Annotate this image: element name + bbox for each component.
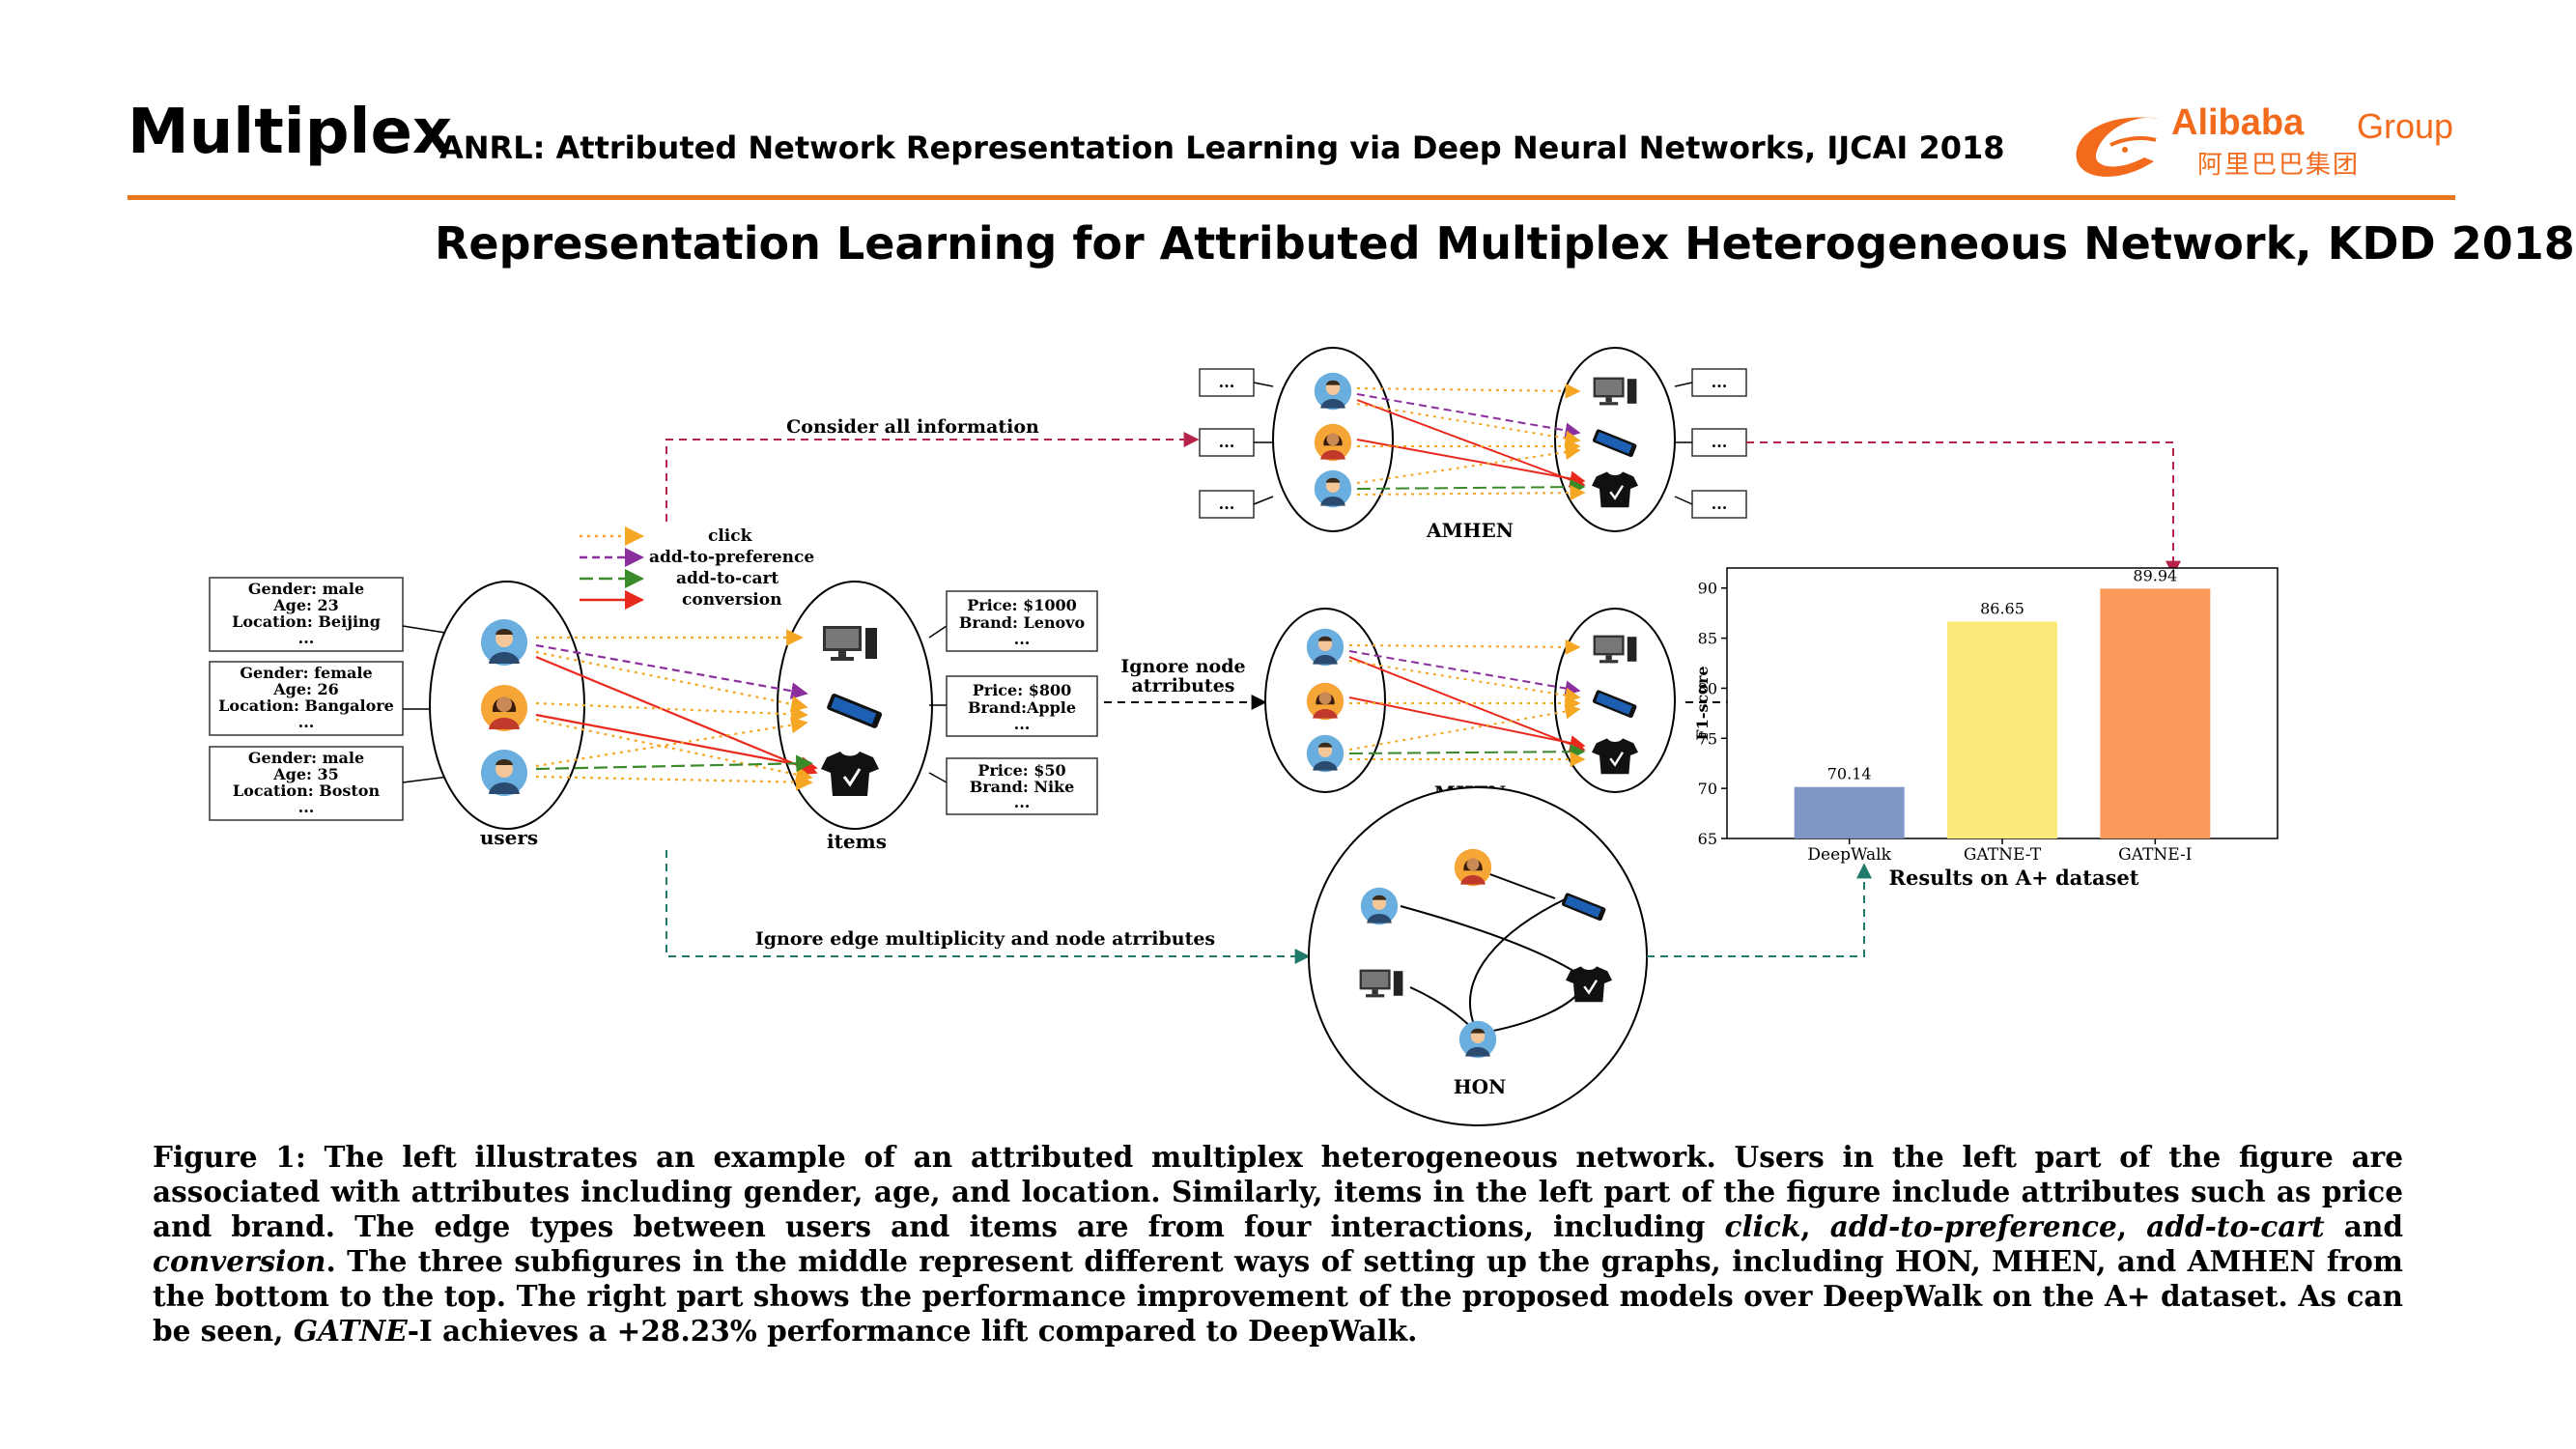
header-divider <box>127 195 2455 200</box>
users-label: users <box>480 826 538 849</box>
svg-text:...: ... <box>1219 433 1235 451</box>
user-attribute-boxes: Gender: male Age: 23 Location: Beijing .… <box>209 577 465 821</box>
legend-add-to-preference: add-to-preference <box>649 548 814 567</box>
chart-x-labels: DeepWalk GATNE-T GATNE-I <box>1807 838 2192 865</box>
user-female-icon <box>481 685 527 731</box>
caption-pref: add-to-preference <box>1829 1209 2117 1243</box>
amhen-graph: ... ... ... ... ... ... AMHEN <box>1199 347 1747 542</box>
legend-click: click <box>708 526 753 546</box>
legend-conversion: conversion <box>682 590 781 610</box>
y-tick-label: 75 <box>1698 729 1717 748</box>
x-category-label: DeepWalk <box>1807 845 1891 865</box>
user1-location: Location: Beijing <box>232 612 381 631</box>
consider-all-arrow <box>665 432 1200 522</box>
caption-conversion: conversion <box>153 1244 326 1278</box>
hon-graph: HON <box>1308 786 1648 1126</box>
ignore-edge-arrow <box>665 850 1311 964</box>
caption-part-1: Figure 1: The left illustrates an exampl… <box>153 1140 2403 1243</box>
logo-group-text: Group <box>2357 106 2454 146</box>
bar-value-label: 86.65 <box>1980 599 2024 617</box>
chart-title: Results on A+ dataset <box>1889 866 2139 890</box>
x-category-label: GATNE-T <box>1964 845 2042 865</box>
amhen-to-result-arrow <box>1746 441 2181 577</box>
item1-brand: Brand: Lenovo <box>959 613 1086 632</box>
user3-gender: Gender: male <box>248 749 364 767</box>
user2-age: Age: 26 <box>272 680 339 698</box>
bar-gatne-t <box>1947 621 2057 838</box>
svg-text:...: ... <box>1712 433 1728 451</box>
caption-click: click <box>1724 1209 1801 1243</box>
page-title: Multiplex <box>127 97 453 168</box>
chart-ylabel: F1-score <box>1693 666 1712 740</box>
user-item-edges <box>535 629 818 791</box>
y-tick-label: 65 <box>1698 830 1717 848</box>
user3-more: ... <box>298 798 315 816</box>
slide-subtitle: Representation Learning for Attributed M… <box>435 217 2575 270</box>
svg-text:...: ... <box>1712 495 1728 513</box>
user-male-1-icon <box>481 619 527 666</box>
consider-all-label: Consider all information <box>786 416 1039 438</box>
item1-price: Price: $1000 <box>967 596 1077 614</box>
y-tick-label: 85 <box>1698 630 1717 648</box>
x-category-label: GATNE-I <box>2118 845 2192 865</box>
chart-y-axis: 65 70 75 80 85 90 <box>1698 580 1727 848</box>
alibaba-logo-icon <box>2076 117 2159 177</box>
amhen-label: AMHEN <box>1426 519 1514 542</box>
user1-more: ... <box>298 629 315 647</box>
items-label: items <box>827 830 887 853</box>
results-bar-chart: 65 70 75 80 85 90 70.14 86.65 89.94 DeepWalk GAT… <box>1693 566 2279 890</box>
bar-value-label: 70.14 <box>1827 765 1872 783</box>
user2-gender: Gender: female <box>240 664 372 682</box>
caption-sep-1: , <box>1800 1209 1830 1243</box>
caption-cart: add-to-cart <box>2146 1209 2325 1243</box>
ignore-edge-label: Ignore edge multiplicity and node atrrib… <box>755 928 1215 950</box>
logo-chinese-text: 阿里巴巴集团 <box>2197 151 2361 180</box>
item3-price: Price: $50 <box>977 761 1065 780</box>
paper-reference: ANRL: Attributed Network Representation … <box>439 129 2005 166</box>
bar-deepwalk <box>1794 786 1905 838</box>
y-tick-label: 90 <box>1698 580 1717 598</box>
hon-to-result-arrow <box>1647 863 1872 957</box>
user1-gender: Gender: male <box>248 580 364 598</box>
user3-location: Location: Boston <box>233 781 381 800</box>
legend-add-to-cart: add-to-cart <box>676 569 778 588</box>
item1-more: ... <box>1014 630 1031 648</box>
edge-type-legend: click add-to-preference add-to-cart conv… <box>580 526 814 610</box>
hon-label: HON <box>1454 1075 1507 1098</box>
ignore-attr-label-2: atrributes <box>1132 675 1235 696</box>
caption-gatne: GATNE <box>293 1314 408 1348</box>
y-tick-label: 80 <box>1698 679 1717 697</box>
chart-bars: 70.14 86.65 89.94 <box>1794 566 2211 838</box>
svg-text:...: ... <box>1219 373 1235 391</box>
svg-text:...: ... <box>1712 373 1728 391</box>
ignore-attr-label-1: Ignore node <box>1120 656 1245 677</box>
logo-brand-text: Alibaba <box>2171 102 2305 143</box>
bar-gatne-i <box>2100 588 2211 838</box>
item2-more: ... <box>1014 715 1031 733</box>
item2-brand: Brand:Apple <box>968 698 1076 717</box>
user-male-2-icon <box>481 750 527 796</box>
mhen-graph: MHEN <box>1264 608 1676 805</box>
user2-location: Location: Bangalore <box>218 696 394 715</box>
user2-more: ... <box>298 713 315 731</box>
caption-part-3: -I achieves a +28.23% performance lift c… <box>407 1314 1418 1348</box>
caption-and: and <box>2324 1209 2403 1243</box>
user1-age: Age: 23 <box>272 596 339 614</box>
item3-more: ... <box>1014 793 1031 811</box>
item3-brand: Brand: Nike <box>970 778 1075 796</box>
y-tick-label: 70 <box>1698 780 1717 798</box>
figure-caption: Figure 1: The left illustrates an exampl… <box>153 1140 2403 1349</box>
user3-age: Age: 35 <box>272 765 339 783</box>
item2-price: Price: $800 <box>973 681 1071 699</box>
bar-value-label: 89.94 <box>2133 566 2177 584</box>
item-attribute-boxes: Price: $1000 Brand: Lenovo ... Price: $8… <box>928 590 1098 815</box>
svg-text:...: ... <box>1219 495 1235 513</box>
caption-part-2: . The three subfigures in the middle rep… <box>153 1244 2403 1348</box>
caption-sep-2: , <box>2116 1209 2147 1243</box>
